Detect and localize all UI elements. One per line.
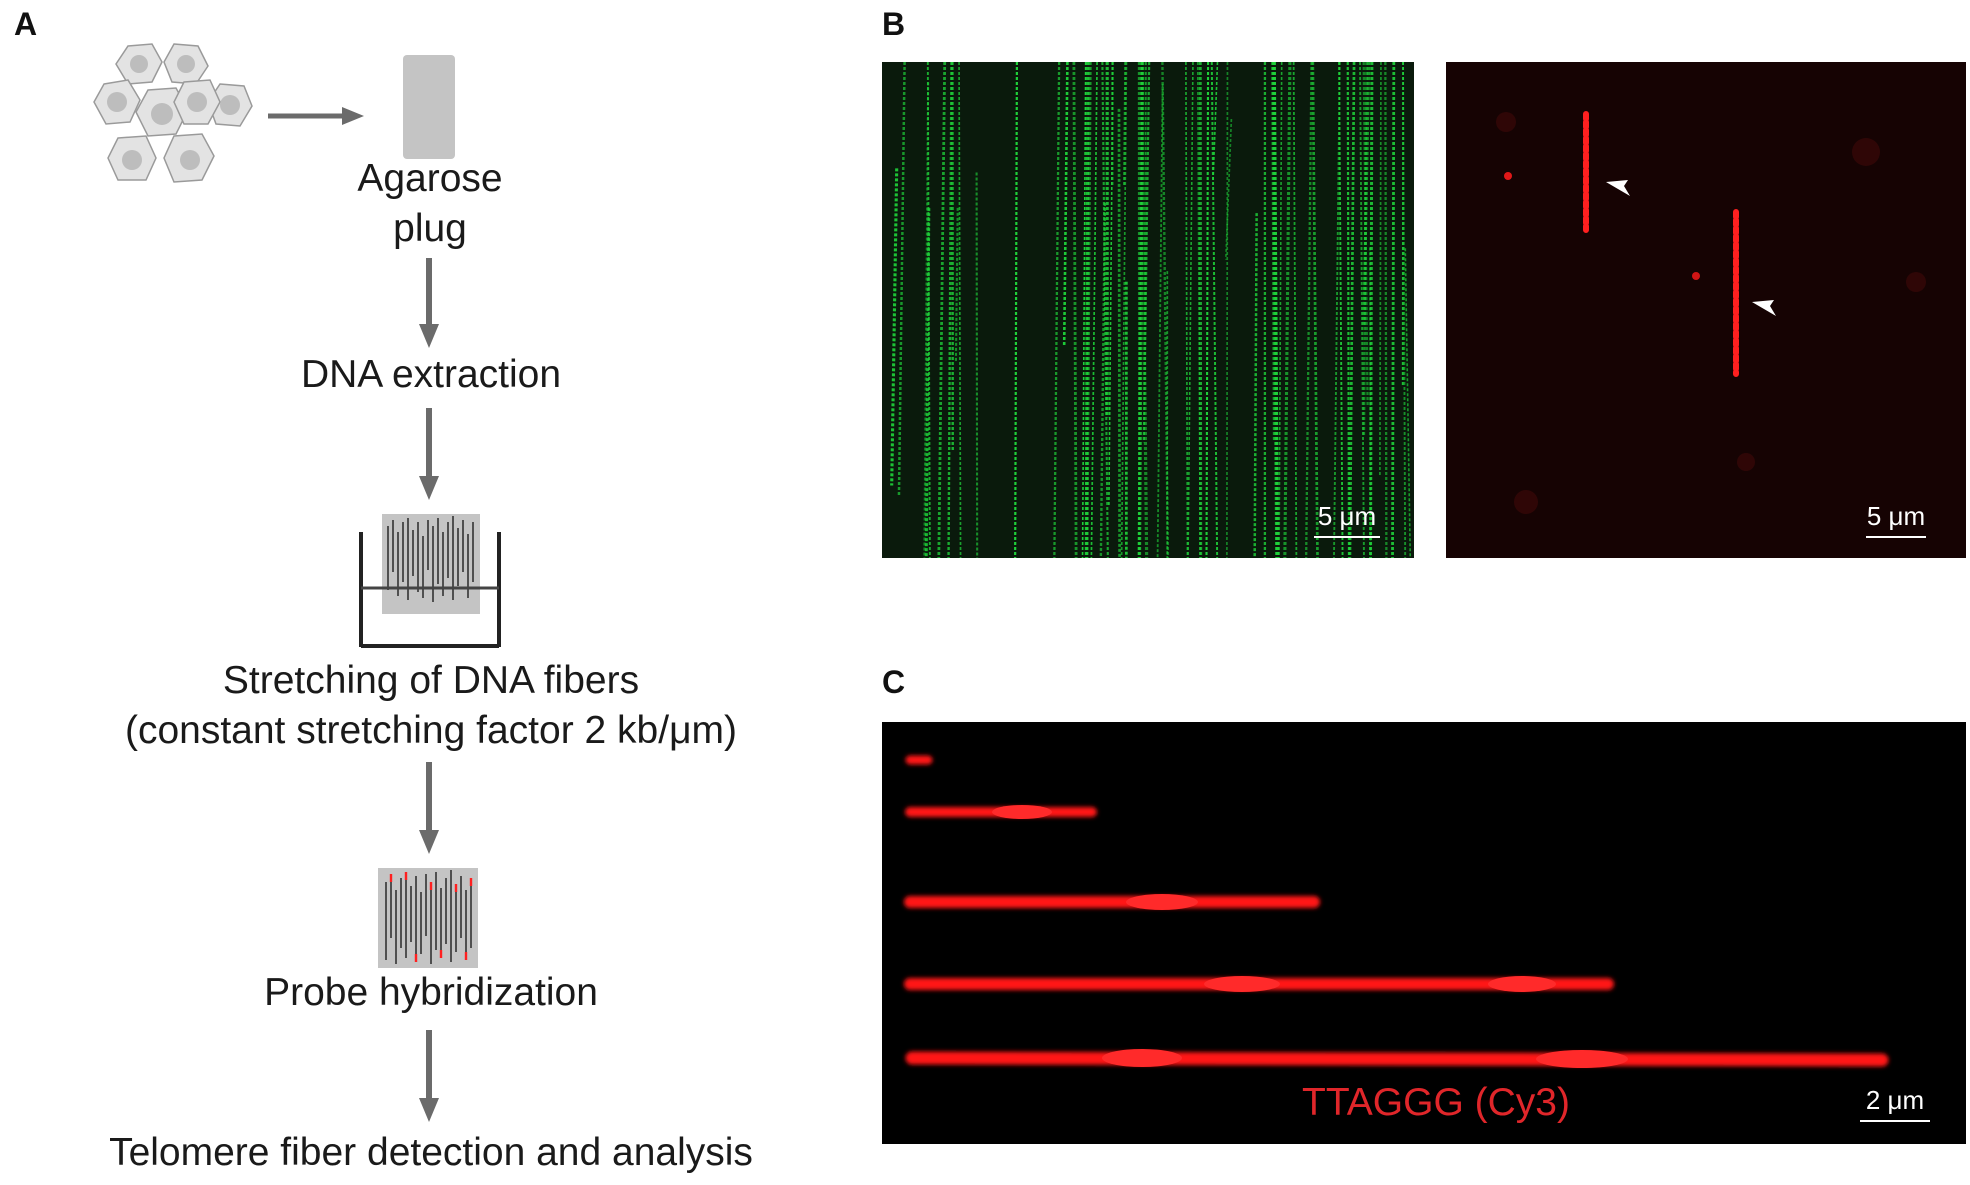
dna-fiber	[975, 172, 979, 558]
step-stretching-line1: Stretching of DNA fibers	[222, 659, 640, 702]
step-telomere-detection: Telomere fiber detection and analysis	[109, 1131, 753, 1174]
scale-line-c	[1860, 1120, 1930, 1122]
dna-fiber	[1305, 62, 1313, 558]
scale-label-left: 5 μm	[1317, 501, 1377, 531]
dna-fiber	[954, 207, 959, 363]
dna-fiber	[1123, 62, 1127, 186]
dna-fiber	[1084, 62, 1090, 558]
agarose-plug-icon	[403, 55, 455, 159]
dna-fiber	[947, 62, 953, 558]
dna-fiber	[958, 62, 962, 558]
arrow-down-icon	[419, 258, 439, 348]
panel-label-a: A	[14, 6, 38, 42]
telomere-fibers	[904, 755, 1889, 1068]
scale-label-right: 5 μm	[1866, 501, 1926, 531]
dna-fiber	[1271, 62, 1275, 441]
dna-fiber	[1062, 62, 1069, 347]
arrow-down-icon	[419, 762, 439, 854]
dna-fiber	[1292, 62, 1298, 558]
dna-fiber	[1081, 62, 1087, 558]
dna-fiber	[1278, 62, 1283, 558]
dna-fiber	[1137, 62, 1143, 558]
dna-fiber	[1185, 62, 1189, 558]
red-fibers	[1496, 111, 1926, 514]
hybridized-slide-icon	[378, 868, 478, 968]
dna-fiber	[1346, 62, 1351, 558]
dna-fiber	[890, 168, 899, 486]
dna-fiber	[1384, 62, 1388, 558]
panel-label-b: B	[882, 6, 906, 42]
dna-fiber	[1369, 62, 1374, 558]
step-stretching: Stretching of DNA fibers (constant stret…	[0, 656, 862, 756]
dna-fiber	[1101, 62, 1109, 558]
dna-fiber	[1272, 62, 1280, 558]
panel-label-c: C	[882, 664, 906, 700]
arrow-down-icon	[419, 408, 439, 500]
probe-label: TTAGGG (Cy3)	[1302, 1081, 1570, 1124]
plug-label-line1: Agarose	[357, 157, 503, 200]
scale-line-right	[1866, 536, 1926, 538]
dna-fiber	[937, 62, 947, 558]
green-fiber-micrograph: 5 μm	[882, 62, 1414, 558]
step-stretching-line2: (constant stretching factor 2 kb/μm)	[124, 709, 738, 752]
dna-fiber	[1099, 202, 1107, 558]
dna-fiber	[1053, 62, 1061, 558]
dna-fiber	[1196, 62, 1202, 558]
dna-fiber	[924, 208, 931, 558]
dna-fiber	[1156, 84, 1164, 558]
step-dna-extraction: DNA extraction	[300, 353, 562, 396]
dna-fiber	[1108, 62, 1114, 506]
dna-fiber	[1212, 62, 1219, 182]
dna-fiber	[897, 62, 906, 497]
dna-fiber	[1333, 62, 1341, 558]
step-probe-hybridization: Probe hybridization	[264, 971, 598, 1014]
stretching-chamber-icon	[359, 514, 501, 648]
dna-fiber	[1348, 62, 1356, 558]
scale-label-c: 2 μm	[1865, 1085, 1925, 1115]
dna-fiber	[1271, 62, 1278, 558]
dna-fiber	[1117, 108, 1121, 558]
cells-icon	[93, 43, 253, 183]
dna-fiber	[1283, 62, 1292, 558]
dna-fiber	[1362, 62, 1371, 326]
dna-fiber	[1253, 213, 1258, 558]
telomere-fiber-micrograph: TTAGGG (Cy3) 2 μm	[882, 722, 1966, 1144]
dna-fiber	[1210, 62, 1219, 558]
dna-fiber	[1090, 62, 1098, 558]
green-fibers	[890, 62, 1412, 558]
dna-fiber	[1161, 62, 1170, 558]
red-fiber-micrograph: 5 μm	[1446, 62, 1966, 558]
scale-bar-right: 5 μm	[1866, 502, 1926, 538]
dna-fiber	[1142, 62, 1151, 443]
dna-fiber	[923, 82, 930, 558]
arrow-right-icon	[268, 107, 364, 125]
dna-fiber	[1391, 62, 1396, 558]
dna-fiber	[1379, 62, 1382, 476]
dna-fiber	[1205, 62, 1210, 558]
arrowhead-icon	[1606, 180, 1630, 196]
dna-fiber	[1224, 118, 1233, 260]
scale-bar-c: 2 μm	[1860, 1086, 1930, 1122]
dna-fiber	[1311, 62, 1319, 558]
plug-label-line2: plug	[393, 207, 467, 250]
dna-fiber	[1402, 62, 1407, 558]
plug-label: Agarose plug	[300, 154, 560, 254]
dna-fiber	[1338, 62, 1344, 558]
dna-fiber	[1226, 62, 1229, 558]
dna-fiber	[1187, 62, 1194, 558]
dna-fiber	[1014, 62, 1019, 558]
dna-fiber	[1072, 62, 1078, 558]
arrow-down-icon	[419, 1030, 439, 1122]
scale-line-left	[1314, 536, 1380, 538]
arrowhead-icon	[1752, 300, 1776, 316]
scale-bar-left: 5 μm	[1314, 502, 1380, 538]
dna-fiber	[1404, 248, 1412, 558]
dna-fiber	[1085, 62, 1092, 558]
dna-fiber	[1359, 62, 1365, 558]
dna-fiber	[1120, 62, 1128, 558]
